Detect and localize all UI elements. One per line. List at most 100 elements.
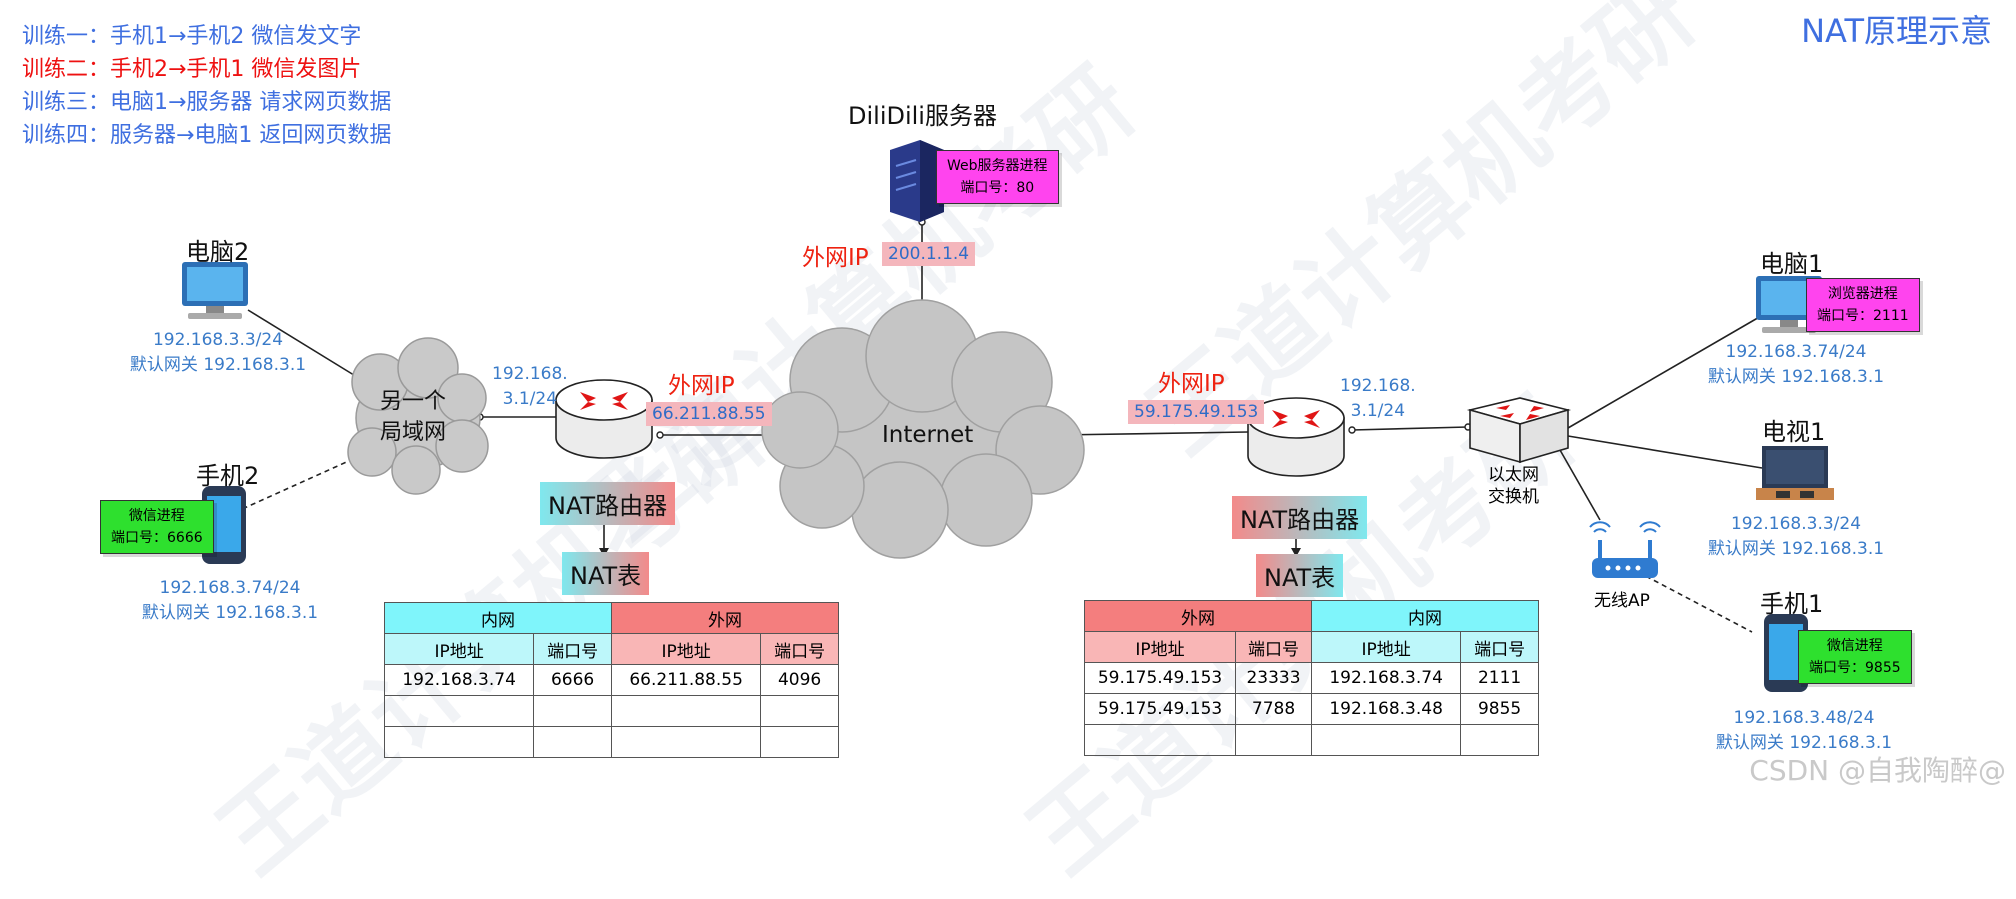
gateway: 默认网关 192.168.3.1	[1707, 367, 1885, 387]
table-col-header: 端口号	[760, 633, 839, 665]
right-router-ext-ip: 59.175.49.153	[1128, 400, 1265, 424]
exercise-3: 训练三：电脑1→服务器 请求网页数据	[22, 90, 392, 115]
process-name: 微信进程	[128, 508, 185, 524]
ip-line1: 192.168.	[492, 364, 568, 384]
table-cell	[610, 726, 762, 758]
ip-address: 192.168.3.48/24	[1733, 708, 1875, 728]
internet-cloud-icon	[761, 299, 1085, 559]
ip-address: 192.168.3.3/24	[1730, 514, 1862, 534]
table-group-inner: 内网	[384, 602, 612, 634]
table-col-header: 端口号	[1235, 631, 1312, 663]
process-name: 浏览器进程	[1827, 286, 1898, 302]
gateway: 默认网关 192.168.3.1	[1707, 539, 1885, 559]
ip-line2: 3.1/24	[502, 389, 558, 409]
table-cell	[1083, 724, 1237, 756]
process-port: 端口号：80	[960, 180, 1035, 196]
television-icon	[1756, 446, 1834, 500]
process-port: 端口号：2111	[1817, 308, 1909, 324]
phone1-process-tag: 微信进程 端口号：9855	[1798, 630, 1912, 684]
switch-line1: 以太网	[1488, 465, 1539, 485]
page-title: NAT原理示意	[1801, 12, 1992, 50]
nat-router-icon	[555, 379, 653, 459]
pc2-ip: 192.168.3.3/24 默认网关 192.168.3.1	[118, 328, 318, 378]
gateway: 默认网关 192.168.3.1	[141, 603, 319, 623]
csdn-watermark: CSDN @自我陶醉@	[1749, 754, 2006, 787]
table-group-outer: 外网	[611, 602, 839, 634]
lan-cloud-label: 另一个 局域网	[380, 386, 446, 448]
table-cell: 59.175.49.153	[1083, 662, 1237, 694]
table-row: 59.175.49.153 23333 192.168.3.74 2111	[1083, 662, 1539, 694]
table-cell: 9855	[1460, 693, 1539, 725]
phone1-ip: 192.168.3.48/24 默认网关 192.168.3.1	[1694, 706, 1914, 756]
pc1-name: 电脑1	[1760, 250, 1824, 278]
right-nat-table: 外网 内网 IP地址 端口号 IP地址 端口号 59.175.49.153 23…	[1083, 600, 1539, 756]
server-ext-ip: 200.1.1.4	[882, 242, 976, 266]
table-row: 59.175.49.153 7788 192.168.3.48 9855	[1083, 693, 1539, 725]
process-port: 端口号：9855	[1809, 660, 1901, 676]
ip-address: 192.168.3.74/24	[159, 578, 301, 598]
exercise-list: 训练一：手机1→手机2 微信发文字 训练二：手机2→手机1 微信发图片 训练三：…	[22, 20, 391, 152]
table-col-header: 端口号	[1460, 631, 1539, 663]
table-group-outer: 外网	[1084, 600, 1312, 632]
cloud-line1: 另一个	[380, 389, 447, 414]
right-router-lan-ip: 192.168. 3.1/24	[1340, 374, 1416, 424]
table-col-header: IP地址	[610, 633, 762, 665]
pc1-process-tag: 浏览器进程 端口号：2111	[1806, 278, 1920, 332]
server-process-tag: Web服务器进程 端口号：80	[936, 150, 1059, 204]
tv1-name: 电视1	[1762, 418, 1826, 446]
table-cell: 59.175.49.153	[1083, 693, 1237, 725]
ip-line1: 192.168.	[1340, 376, 1416, 396]
left-router-ext-ip: 66.211.88.55	[646, 402, 772, 426]
table-cell	[533, 695, 612, 727]
internet-label: Internet	[882, 422, 974, 448]
table-cell	[383, 726, 535, 758]
table-cell	[760, 695, 839, 727]
desktop-computer-icon	[182, 262, 248, 319]
table-cell	[760, 726, 839, 758]
phone1-name: 手机1	[1760, 590, 1824, 618]
table-cell: 192.168.3.48	[1310, 693, 1462, 725]
left-nat-table-label: NAT表	[562, 552, 650, 595]
table-cell	[610, 695, 762, 727]
table-col-header: IP地址	[1310, 631, 1462, 663]
table-cell	[1460, 724, 1539, 756]
exercise-1: 训练一：手机1→手机2 微信发文字	[22, 24, 362, 49]
table-cell	[533, 726, 612, 758]
ethernet-switch-icon	[1466, 397, 1572, 464]
table-cell	[1235, 724, 1312, 756]
table-cell: 4096	[760, 664, 839, 696]
table-cell: 2111	[1460, 662, 1539, 694]
table-group-inner: 内网	[1311, 600, 1539, 632]
tv1-ip: 192.168.3.3/24 默认网关 192.168.3.1	[1686, 512, 1906, 562]
gateway: 默认网关 192.168.3.1	[129, 355, 307, 375]
table-row	[383, 695, 839, 727]
process-name: 微信进程	[1826, 638, 1883, 654]
table-row	[1083, 724, 1539, 756]
table-col-header: 端口号	[533, 633, 612, 665]
table-cell: 6666	[533, 664, 612, 696]
table-cell: 23333	[1235, 662, 1312, 694]
switch-label: 以太网 交换机	[1488, 464, 1539, 508]
lan-cloud-icon	[347, 337, 489, 495]
process-name: Web服务器进程	[947, 158, 1048, 174]
exercise-2: 训练二：手机2→手机1 微信发图片	[22, 57, 362, 82]
ip-address: 192.168.3.74/24	[1725, 342, 1867, 362]
left-router-name: NAT路由器	[540, 482, 676, 525]
ip-address: 192.168.3.3/24	[152, 330, 284, 350]
phone2-ip: 192.168.3.74/24 默认网关 192.168.3.1	[130, 576, 330, 626]
right-router-name: NAT路由器	[1232, 496, 1368, 539]
left-router-ext-ip-label: 外网IP	[668, 373, 735, 399]
phone2-name: 手机2	[196, 462, 260, 490]
exercise-4: 训练四：服务器→电脑1 返回网页数据	[22, 123, 392, 148]
phone2-process-tag: 微信进程 端口号：6666	[100, 500, 214, 554]
table-cell: 66.211.88.55	[610, 664, 762, 696]
table-cell	[1310, 724, 1462, 756]
right-router-ext-ip-label: 外网IP	[1158, 371, 1225, 397]
server-name: DiliDili服务器	[848, 102, 997, 130]
left-router-lan-ip: 192.168. 3.1/24	[492, 362, 568, 412]
table-cell: 7788	[1235, 693, 1312, 725]
smartphone-icon	[1764, 614, 1808, 692]
ap-label: 无线AP	[1594, 591, 1650, 611]
table-cell: 192.168.3.74	[383, 664, 535, 696]
process-port: 端口号：6666	[111, 530, 203, 546]
